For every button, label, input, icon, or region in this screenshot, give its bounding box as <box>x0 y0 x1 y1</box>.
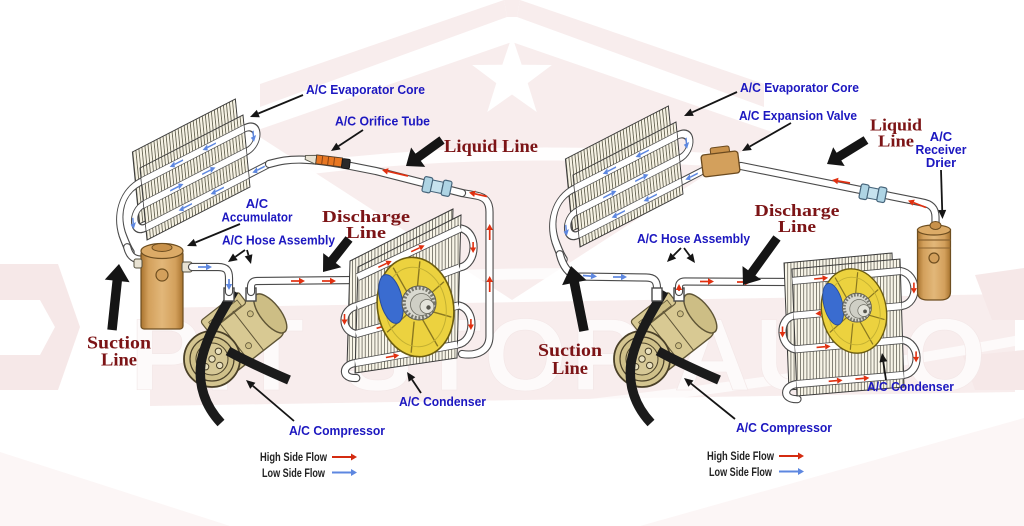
svg-text:Suction: Suction <box>87 333 151 353</box>
svg-text:Accumulator: Accumulator <box>222 210 293 225</box>
svg-text:A/C Compressor: A/C Compressor <box>736 420 832 435</box>
svg-text:Line: Line <box>101 350 137 370</box>
svg-text:Low Side Flow: Low Side Flow <box>262 468 325 480</box>
svg-text:A/C Evaporator Core: A/C Evaporator Core <box>306 82 425 97</box>
svg-text:Line: Line <box>878 132 914 151</box>
svg-text:A/C Condenser: A/C Condenser <box>867 379 954 394</box>
svg-text:A/C Evaporator Core: A/C Evaporator Core <box>740 80 859 95</box>
svg-text:A/C Orifice Tube: A/C Orifice Tube <box>335 114 430 129</box>
svg-text:Liquid Line: Liquid Line <box>444 136 538 156</box>
svg-text:Low Side Flow: Low Side Flow <box>709 467 772 479</box>
svg-text:Liquid: Liquid <box>870 116 923 135</box>
svg-text:A/C Hose Assembly: A/C Hose Assembly <box>637 231 751 246</box>
svg-text:A/C Hose Assembly: A/C Hose Assembly <box>222 233 336 248</box>
svg-text:Line: Line <box>552 358 588 378</box>
svg-text:A/C Compressor: A/C Compressor <box>289 423 385 438</box>
svg-text:Line: Line <box>346 223 386 242</box>
svg-text:A/C Condenser: A/C Condenser <box>399 394 486 409</box>
svg-text:Line: Line <box>778 217 816 236</box>
svg-text:A/C Expansion Valve: A/C Expansion Valve <box>739 108 857 123</box>
svg-text:High Side Flow: High Side Flow <box>260 452 327 464</box>
svg-text:A/C: A/C <box>930 129 953 144</box>
svg-text:Receiver: Receiver <box>916 142 967 157</box>
svg-text:Suction: Suction <box>538 340 602 360</box>
svg-text:Discharge: Discharge <box>755 201 840 220</box>
svg-text:High Side Flow: High Side Flow <box>707 451 774 463</box>
svg-text:Drier: Drier <box>926 155 956 170</box>
svg-text:Discharge: Discharge <box>322 207 410 226</box>
svg-text:A/C: A/C <box>246 196 269 211</box>
